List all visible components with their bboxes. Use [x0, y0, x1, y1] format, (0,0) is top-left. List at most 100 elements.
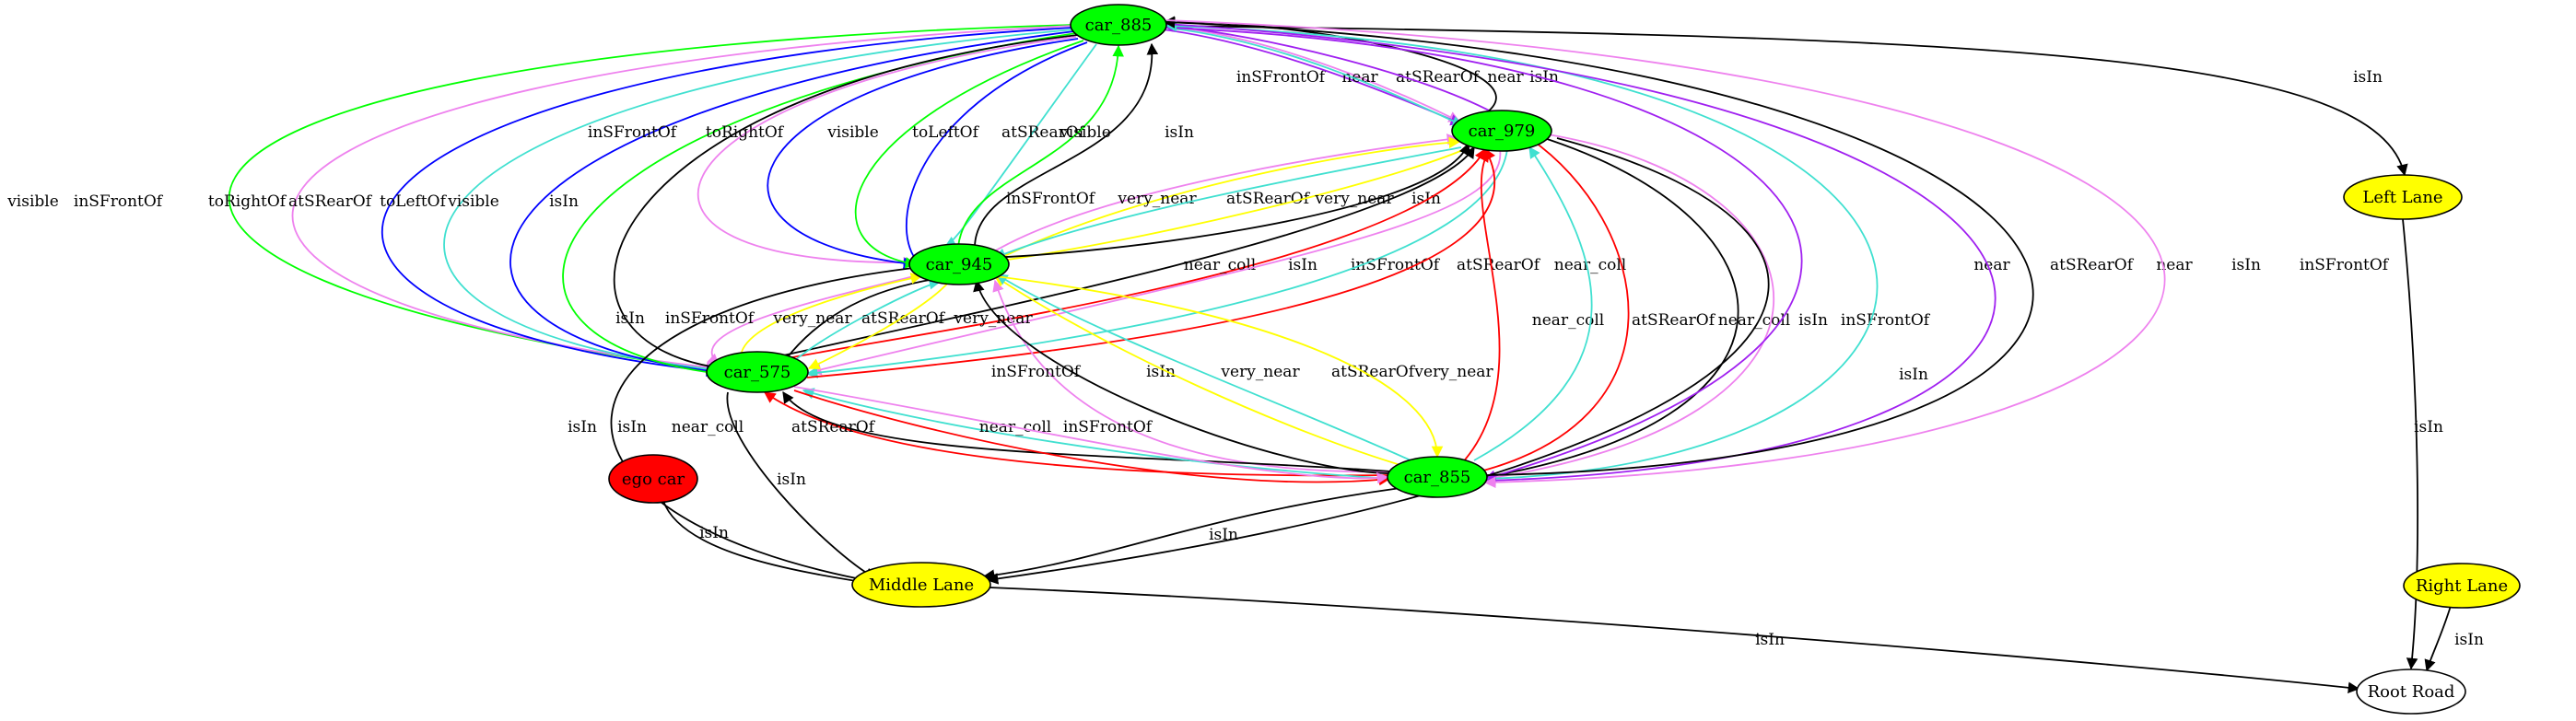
edge-line — [976, 142, 1470, 259]
edge-line — [740, 273, 923, 360]
node-car-855: car_855 — [1387, 456, 1488, 498]
edge-car_885-car_979: inSFrontOf — [1160, 25, 1461, 122]
edge-line — [1472, 135, 1739, 483]
edge-car_855-car_885: isIn — [1163, 17, 2261, 476]
edge-middle-root: isIn — [989, 587, 2360, 694]
edge-label: near_coll — [1554, 256, 1626, 274]
edge-line — [993, 148, 1466, 266]
edge-car_855-car_979: atSRearOf — [1473, 145, 1716, 461]
edge-label: atSRearOf — [1457, 256, 1541, 274]
edge-label: inSFrontOf — [1236, 68, 1327, 87]
node-middle: Middle Lane — [851, 562, 991, 608]
edge-label: visible — [826, 123, 879, 142]
edge-label: near — [2156, 256, 2193, 274]
edge-car_945-middle: isIn — [568, 266, 922, 587]
node-car-945: car_945 — [908, 243, 1010, 285]
edge-line — [993, 146, 1462, 260]
edge-line — [906, 41, 1088, 268]
edge-line — [662, 500, 875, 588]
edge-label: inSFrontOf — [2300, 256, 2390, 274]
edge-label: atSRearOf — [861, 309, 946, 328]
edge-label: near — [1973, 256, 2010, 274]
edge-line — [1163, 17, 2034, 476]
edge-car_885-left: isIn — [1162, 25, 2408, 177]
edge-car_575-car_945: atSRearOf — [793, 278, 946, 362]
edge-line — [291, 25, 1073, 373]
edge-label: toLeftOf — [380, 192, 447, 211]
edge-line — [228, 24, 1073, 375]
edge-label: near — [1341, 68, 1378, 87]
edge-line — [726, 391, 877, 579]
edge-line — [995, 273, 1420, 465]
edge-line — [992, 279, 1401, 473]
edge-line — [793, 390, 1391, 486]
edge-line — [1160, 25, 1461, 122]
edge-label: inSFrontOf — [1063, 418, 1153, 436]
edge-line — [994, 275, 1444, 459]
edge-label: visible — [6, 192, 59, 211]
edge-car_885-car_979: atSRearOf — [1164, 27, 1481, 128]
node-label: car_575 — [724, 363, 791, 382]
edge-line — [809, 148, 1502, 376]
edge-line — [1472, 134, 1775, 485]
edge-label: near_coll — [672, 418, 744, 436]
edge-label: isIn — [2353, 68, 2383, 87]
edge-line — [707, 273, 922, 366]
edge-car_855-car_945: inSFrontOf — [991, 279, 1401, 473]
edge-line — [443, 29, 1075, 376]
edges-layer: visible inSFrontOf toRightOf atSRearOf toLef… — [6, 16, 2484, 694]
edge-line — [986, 137, 1770, 585]
edge-label: very_near — [1117, 190, 1197, 208]
edge-line — [1164, 27, 1465, 128]
node-label: car_979 — [1469, 122, 1536, 141]
edge-label: toRightOf — [208, 192, 287, 211]
edge-line — [957, 44, 1124, 248]
edge-line — [782, 390, 1392, 472]
edge-label: visible — [1059, 123, 1111, 142]
edge-label: isIn — [2414, 418, 2443, 436]
edge-car_855-car_575: isIn — [617, 390, 1392, 472]
edge-car_885-car_945: visible — [826, 40, 1084, 269]
edge-label: atSRearOf — [2050, 256, 2135, 274]
node-car-575: car_575 — [706, 351, 809, 393]
edge-line — [763, 391, 1392, 477]
node-shape — [1451, 110, 1552, 152]
edge-line — [613, 34, 1079, 373]
edge-line — [1161, 19, 1493, 113]
edge-car_575-car_885: visible — [6, 24, 1073, 375]
edge-label: inSFrontOf — [1006, 190, 1096, 208]
edge-line — [793, 278, 942, 362]
edge-label: atSRearOf — [1331, 363, 1416, 381]
edge-label: inSFrontOf — [588, 123, 678, 142]
edge-car_575-car_945: very_near — [740, 273, 923, 360]
edge-car_575-car_979: isIn — [782, 145, 1475, 356]
edge-car_855-car_979: near_coll — [1460, 149, 1604, 465]
edge-label: isIn — [2231, 256, 2261, 274]
edge-ego-middle: isIn — [662, 500, 875, 588]
edge-car_575-car_885: atSRearOf — [288, 29, 1075, 376]
edge-line — [782, 147, 1486, 360]
node-shape — [1387, 456, 1488, 498]
edge-line — [1165, 23, 1996, 486]
node-label: Root Road — [2368, 682, 2455, 702]
edge-car_979-middle: isIn — [986, 137, 1928, 585]
edge-label: near_coll — [1532, 311, 1604, 330]
edge-line — [943, 43, 1097, 248]
edge-line — [697, 36, 1077, 269]
node-shape — [608, 454, 698, 504]
edge-label: near_coll — [1184, 256, 1256, 274]
edge-car_575-middle: isIn — [726, 391, 877, 579]
node-root: Root Road — [2356, 669, 2466, 715]
node-label: car_945 — [926, 255, 993, 274]
edge-line — [996, 136, 1461, 261]
edge-line — [807, 281, 950, 370]
node-ego: ego car — [608, 454, 698, 504]
edge-label: isIn — [1529, 68, 1559, 87]
edge-label: toLeftOf — [912, 123, 979, 142]
edge-car_945-car_885: inSFrontOf — [588, 36, 1077, 269]
edge-car_979-car_855: near_coll — [1463, 137, 1790, 479]
edge-label: very_near — [1220, 363, 1300, 381]
edge-line — [782, 145, 1475, 356]
